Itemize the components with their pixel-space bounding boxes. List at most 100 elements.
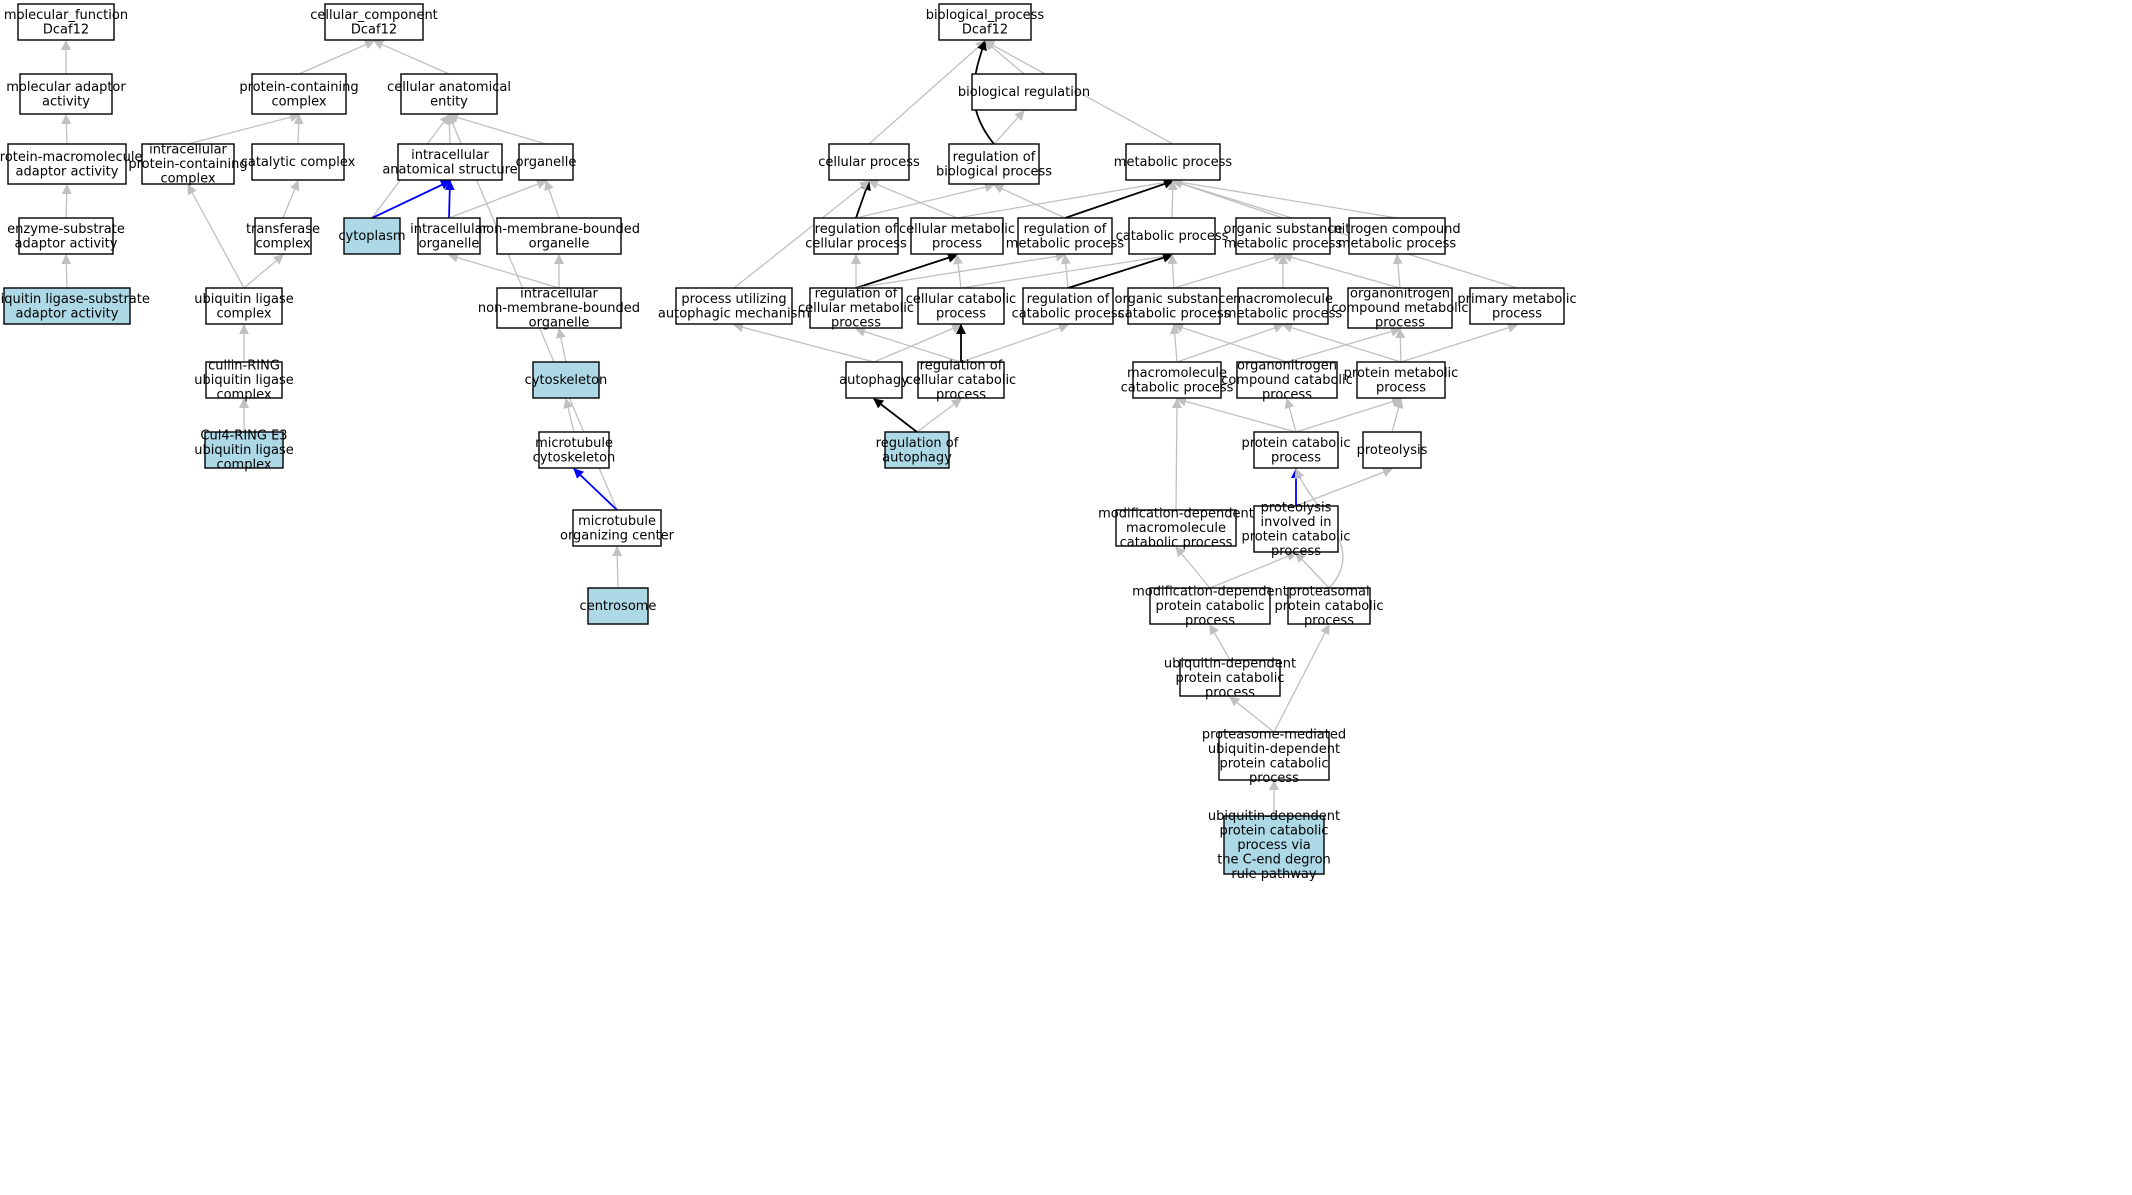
- edge-intra_prot_cont-to-prot_cont_complex: [187, 112, 300, 145]
- edge-cell_proc-to-bp_root: [868, 40, 986, 145]
- node-label-line: macromolecule: [1126, 521, 1226, 536]
- node-box: [1128, 217, 1216, 255]
- node-box: [910, 217, 1004, 255]
- node-label-line: complex: [216, 458, 271, 473]
- node-label-line: regulation of: [876, 436, 959, 451]
- edge-prot_metab-to-macro_metab: [1282, 322, 1402, 363]
- go-term-node-cytoskeleton[interactable]: cytoskeleton: [525, 361, 608, 399]
- node-label-line: process: [1249, 771, 1299, 786]
- node-box: [205, 361, 283, 399]
- edge-intra_organelle-to-intra_anat_struct: [444, 180, 455, 219]
- node-label-line: regulation of: [815, 287, 898, 302]
- node-label-line: complex: [160, 172, 215, 187]
- go-term-node-intra_nonmem_organelle[interactable]: intracellularnon-membrane-boundedorganel…: [478, 287, 640, 331]
- go-term-node-cell_proc[interactable]: cellular process: [818, 143, 920, 181]
- node-label-line: autophagic mechanism: [658, 306, 810, 321]
- node-label-line: nitrogen compound: [1333, 222, 1460, 237]
- go-term-node-mod_dep_macro_catab[interactable]: modification-dependentmacromoleculecatab…: [1098, 507, 1254, 551]
- edge-centrosome-to-mtoc: [612, 546, 623, 589]
- node-label-line: process: [1185, 614, 1235, 629]
- node-label-line: cellular metabolic: [798, 301, 914, 316]
- node-label-line: catabolic process: [1116, 229, 1229, 244]
- node-label-line: transferase: [246, 222, 320, 237]
- node-label-line: catabolic process: [1118, 306, 1231, 321]
- node-label-line: organizing center: [560, 528, 675, 543]
- go-term-node-centrosome[interactable]: centrosome: [580, 587, 657, 625]
- go-term-node-bio_reg[interactable]: biological regulation: [958, 73, 1090, 111]
- edge-autophagy-to-proc_autophagic: [733, 322, 875, 363]
- go-term-node-metab_proc[interactable]: metabolic process: [1114, 143, 1233, 181]
- node-label-line: organic substance: [1115, 292, 1234, 307]
- node-box: [938, 3, 1032, 41]
- node-label-line: intracellular: [520, 287, 598, 302]
- node-box: [19, 73, 113, 115]
- edge-enz_sub_adaptor-to-prot_macro_adaptor: [61, 184, 72, 219]
- go-term-node-proteolysis[interactable]: proteolysis: [1357, 431, 1428, 469]
- node-label-line: Dcaf12: [962, 22, 1008, 37]
- go-term-node-autophagy[interactable]: autophagy: [839, 361, 909, 399]
- node-label-line: non-membrane-bounded: [478, 301, 640, 316]
- edge-primary_metab-to-metab_proc: [1172, 178, 1518, 289]
- node-label-line: intracellular: [149, 143, 227, 158]
- node-label-line: cullin-RING: [208, 359, 280, 374]
- edge-reg_cell_proc-to-reg_bio_proc: [855, 182, 995, 219]
- node-box: [496, 217, 622, 255]
- go-term-node-proteasome_ubq[interactable]: proteasome-mediatedubiquitin-dependentpr…: [1202, 727, 1346, 786]
- node-box: [1356, 361, 1446, 399]
- node-box: [18, 217, 114, 255]
- node-box: [397, 143, 503, 181]
- go-term-node-catalytic_complex[interactable]: catalytic complex: [241, 143, 356, 181]
- go-term-node-organelle[interactable]: organelle: [516, 143, 577, 181]
- go-term-node-catab_proc[interactable]: catabolic process: [1116, 217, 1229, 255]
- go-term-node-cytoplasm[interactable]: cytoplasm: [338, 217, 406, 255]
- edge-mtoc-to-mt_cytoskeleton: [573, 468, 618, 511]
- edge-cell_anat_entity-to-cc_root: [373, 40, 450, 75]
- node-label-line: process: [1271, 544, 1321, 559]
- edge-org_sub_catab-to-org_sub_metab: [1173, 252, 1284, 289]
